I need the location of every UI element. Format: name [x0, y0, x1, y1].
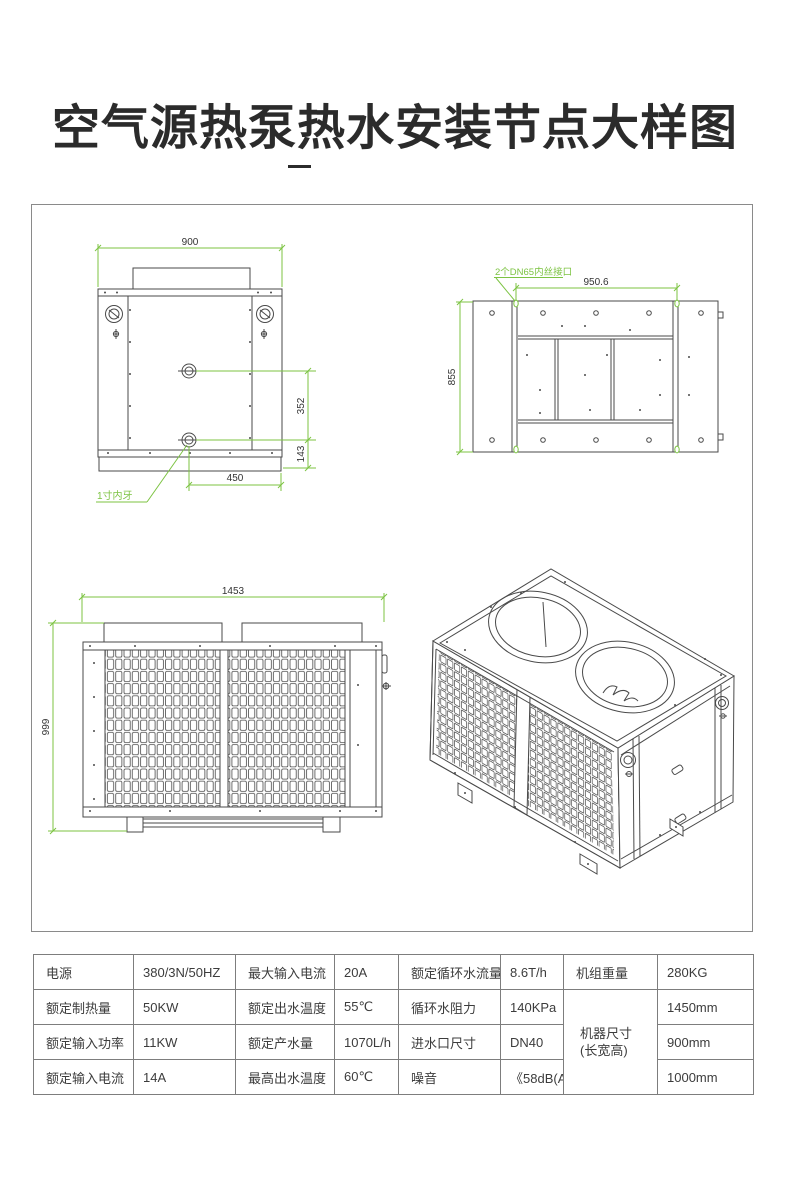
- screw-dots: [526, 325, 690, 414]
- dim-450-label: 450: [227, 473, 244, 484]
- spec-label: 电源: [33, 954, 134, 990]
- spec-value: 900mm: [657, 1024, 754, 1060]
- spec-value: 55℃: [334, 989, 399, 1025]
- side-view-body: [82, 622, 391, 833]
- dim-900-label: 900: [182, 237, 199, 248]
- screw-dots: [104, 291, 273, 454]
- table-row: 额定输入功率 11KW 额定产水量 1070L/h 进水口尺寸 DN40 900…: [33, 1024, 754, 1060]
- dim-855-label: 855: [447, 368, 458, 385]
- spec-label: 额定出水温度: [235, 989, 335, 1025]
- spec-value: 60℃: [334, 1059, 399, 1095]
- machine-size-line1: 机器尺寸: [580, 1026, 633, 1041]
- spec-value: 1000mm: [657, 1059, 754, 1095]
- dim-352-label: 352: [296, 397, 307, 414]
- spec-value: 20A: [334, 954, 399, 990]
- spec-value: 280KG: [657, 954, 754, 990]
- front-view-drawing: 900 352 143 450 1寸内牙: [94, 237, 316, 503]
- side-view-drawing: 1453 999: [41, 586, 391, 835]
- front-view-dimensions: [94, 244, 316, 503]
- side-view-dimensions: [48, 593, 388, 835]
- spec-label: 额定产水量: [235, 1024, 335, 1060]
- spec-label: 机组重量: [563, 954, 658, 990]
- spec-table: 电源 380/3N/50HZ 最大输入电流 20A 额定循环水流量 8.6T/h…: [33, 954, 754, 1095]
- gauge-icon: [715, 696, 729, 719]
- dn65-note-label: 2个DN65内丝接口: [495, 266, 572, 278]
- top-view-dimensions: [456, 277, 681, 456]
- fan-opening-icon: [488, 590, 588, 664]
- screw-dots: [89, 645, 377, 812]
- dim-1453-label: 1453: [222, 586, 245, 597]
- spec-label: 额定输入电流: [33, 1059, 134, 1095]
- spec-label: 额定制热量: [33, 989, 134, 1025]
- spec-label: 进水口尺寸: [398, 1024, 501, 1060]
- valve-icon: [112, 329, 120, 339]
- table-row: 额定制热量 50KW 额定出水温度 55℃ 循环水阻力 140KPa 机器尺寸 …: [33, 989, 754, 1095]
- dim-143-label: 143: [296, 445, 307, 462]
- spec-label: 最大输入电流: [235, 954, 335, 990]
- dim-950-label: 950.6: [583, 277, 608, 288]
- coil-icon: [602, 685, 639, 702]
- machine-size-line2: (长宽高): [580, 1043, 628, 1058]
- isometric-view-drawing: [429, 568, 735, 875]
- spec-label: 噪音: [398, 1059, 501, 1095]
- gauge-icon: [620, 752, 636, 777]
- title-divider: [288, 165, 311, 168]
- spec-label-machine-size: 机器尺寸 (长宽高): [563, 989, 658, 1095]
- valve-icon: [260, 329, 268, 339]
- spec-value: 14A: [133, 1059, 236, 1095]
- foot: [322, 816, 341, 833]
- dim-999-label: 999: [41, 718, 52, 735]
- spec-value: 《58dB(A): [500, 1059, 564, 1095]
- thread-note-label: 1寸内牙: [97, 489, 133, 502]
- spec-value: 140KPa: [500, 989, 564, 1025]
- iso-top-face: [432, 568, 735, 749]
- spec-value: 11KW: [133, 1024, 236, 1060]
- front-view-body: [97, 267, 283, 472]
- grille-panel: [104, 649, 221, 808]
- screw-dots: [446, 581, 722, 865]
- spec-value: 8.6T/h: [500, 954, 564, 990]
- drawing-frame: [31, 204, 753, 932]
- top-view-body: [472, 300, 724, 453]
- spec-label: 循环水阻力: [398, 989, 501, 1025]
- spec-label: 额定循环水流量: [398, 954, 501, 990]
- table-row: 电源 380/3N/50HZ 最大输入电流 20A 额定循环水流量 8.6T/h…: [33, 954, 754, 990]
- spec-label: 额定输入功率: [33, 1024, 134, 1060]
- foot: [126, 816, 144, 833]
- spec-label: 最高出水温度: [235, 1059, 335, 1095]
- grille-panel: [227, 649, 346, 808]
- spec-value: 50KW: [133, 989, 236, 1025]
- table-row: 额定输入电流 14A 最高出水温度 60℃ 噪音 《58dB(A) 1000mm: [33, 1059, 754, 1095]
- page-title: 空气源热泵热水安装节点大样图: [51, 102, 738, 155]
- handle-icon: [674, 813, 687, 824]
- spec-value: DN40: [500, 1024, 564, 1060]
- spec-value: 1450mm: [657, 989, 754, 1025]
- spec-value: 380/3N/50HZ: [133, 954, 236, 990]
- side-valve-icon: [382, 682, 391, 690]
- spec-value: 1070L/h: [334, 1024, 399, 1060]
- fan-opening-icon: [575, 640, 675, 714]
- top-view-drawing: 950.6 855 2个DN65内丝接口: [447, 266, 724, 456]
- handle-icon: [671, 764, 684, 775]
